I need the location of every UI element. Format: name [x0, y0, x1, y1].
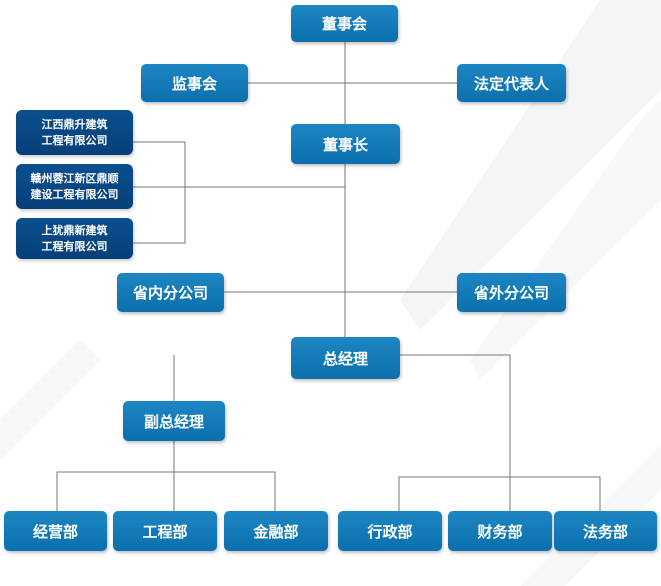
subsidiary-name-line2: 工程有限公司: [41, 133, 108, 147]
department-box: 法务部: [554, 511, 657, 551]
branch-in-province-box: 省内分公司: [117, 273, 224, 312]
legal-representative-box: 法定代表人: [457, 64, 566, 102]
subsidiary-box: 赣州蓉江新区鼎顺 建设工程有限公司: [16, 164, 133, 209]
subsidiary-box: 上犹鼎新建筑 工程有限公司: [16, 218, 133, 259]
subsidiary-name-line2: 工程有限公司: [41, 239, 108, 253]
department-box: 行政部: [338, 511, 442, 551]
subsidiary-name-line1: 上犹鼎新建筑: [41, 223, 108, 237]
subsidiary-name-line1: 赣州蓉江新区鼎顺: [30, 171, 119, 185]
subsidiary-name-line1: 江西鼎升建筑: [41, 117, 108, 131]
supervisory-board-box: 监事会: [141, 64, 248, 102]
board-box: 董事会: [291, 5, 398, 42]
deputy-general-manager-box: 副总经理: [123, 401, 225, 441]
subsidiary-name-line2: 建设工程有限公司: [30, 187, 119, 201]
department-box: 经营部: [4, 511, 107, 551]
subsidiary-box: 江西鼎升建筑 工程有限公司: [16, 110, 133, 155]
department-box: 金融部: [224, 511, 328, 551]
department-box: 工程部: [113, 511, 217, 551]
chairman-box: 董事长: [291, 124, 400, 164]
branch-out-province-box: 省外分公司: [457, 273, 566, 312]
department-box: 财务部: [448, 511, 552, 551]
general-manager-box: 总经理: [291, 337, 400, 379]
